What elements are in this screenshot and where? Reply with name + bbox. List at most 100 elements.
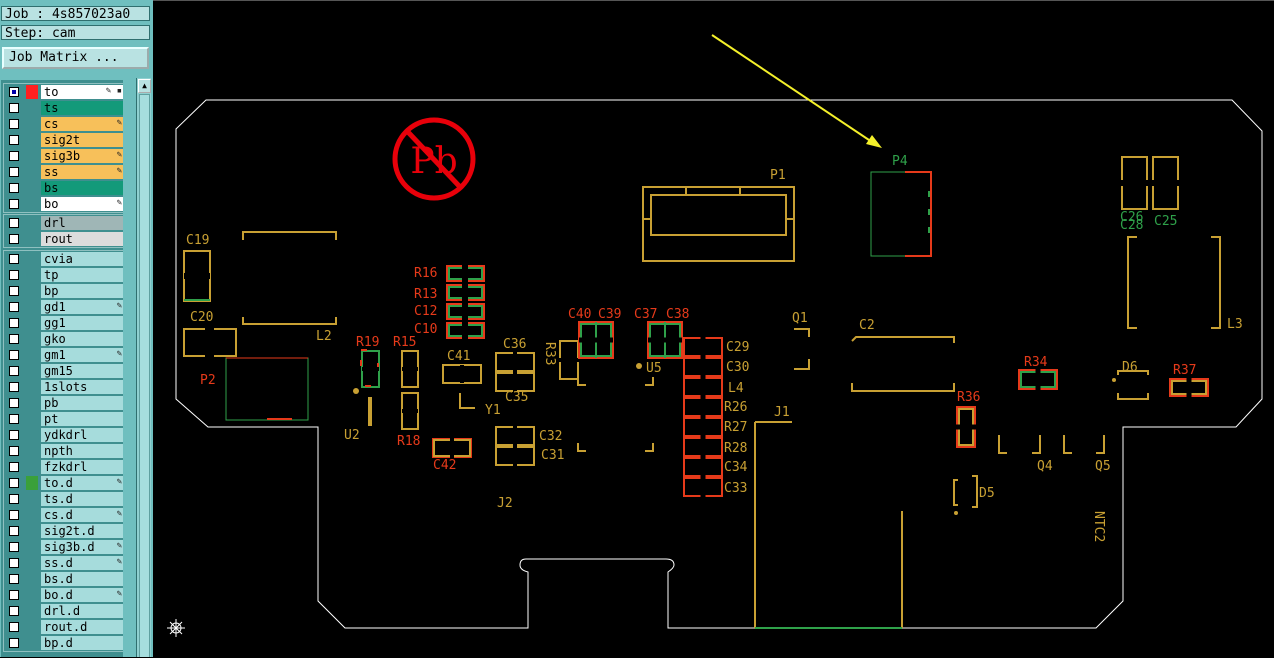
layer-row-pb[interactable]: pb bbox=[4, 395, 123, 411]
layer-checkbox[interactable] bbox=[9, 350, 19, 360]
layer-name[interactable]: ydkdrl bbox=[41, 428, 123, 442]
layer-name[interactable]: cvia bbox=[41, 252, 123, 266]
layer-color-swatch[interactable] bbox=[26, 300, 38, 314]
pcb-board-view[interactable]: Pb bbox=[153, 1, 1274, 658]
layer-row-bs-d[interactable]: bs.d bbox=[4, 571, 123, 587]
layer-checkbox[interactable] bbox=[9, 87, 19, 97]
layer-checkbox[interactable] bbox=[9, 286, 19, 296]
layer-row-ss-d[interactable]: ss.d✎ bbox=[4, 555, 123, 571]
layer-row-rout[interactable]: rout bbox=[4, 231, 123, 247]
layer-row-bo[interactable]: bo✎ bbox=[4, 196, 123, 212]
layer-row-pt[interactable]: pt bbox=[4, 411, 123, 427]
layer-checkbox[interactable] bbox=[9, 103, 19, 113]
layer-checkbox[interactable] bbox=[9, 430, 19, 440]
layer-row-cvia[interactable]: cvia bbox=[4, 251, 123, 267]
layer-name[interactable]: cs.d bbox=[41, 508, 123, 522]
layer-row-gg1[interactable]: gg1 bbox=[4, 315, 123, 331]
layer-color-swatch[interactable] bbox=[26, 364, 38, 378]
layer-name[interactable]: gko bbox=[41, 332, 123, 346]
layer-color-swatch[interactable] bbox=[26, 396, 38, 410]
layer-color-swatch[interactable] bbox=[26, 232, 38, 246]
layer-color-swatch[interactable] bbox=[26, 556, 38, 570]
layer-checkbox[interactable] bbox=[9, 119, 19, 129]
layer-name[interactable]: to.d bbox=[41, 476, 123, 490]
layer-checkbox[interactable] bbox=[9, 254, 19, 264]
layer-name[interactable]: gm1 bbox=[41, 348, 123, 362]
layer-list-scrollbar[interactable]: ▲ bbox=[136, 78, 151, 657]
layer-name[interactable]: ts.d bbox=[41, 492, 123, 506]
layer-row-bo-d[interactable]: bo.d✎ bbox=[4, 587, 123, 603]
scrollbar-thumb[interactable] bbox=[139, 94, 150, 657]
layer-name[interactable]: ss bbox=[41, 165, 123, 179]
layer-row-gko[interactable]: gko bbox=[4, 331, 123, 347]
layer-color-swatch[interactable] bbox=[26, 508, 38, 522]
layer-row-cs-d[interactable]: cs.d✎ bbox=[4, 507, 123, 523]
layer-checkbox[interactable] bbox=[9, 334, 19, 344]
layer-row-ydkdrl[interactable]: ydkdrl bbox=[4, 427, 123, 443]
layer-checkbox[interactable] bbox=[9, 234, 19, 244]
layer-color-swatch[interactable] bbox=[26, 284, 38, 298]
layer-row-sig3b[interactable]: sig3b✎ bbox=[4, 148, 123, 164]
layer-checkbox[interactable] bbox=[9, 494, 19, 504]
layer-color-swatch[interactable] bbox=[26, 620, 38, 634]
layer-name[interactable]: gg1 bbox=[41, 316, 123, 330]
layer-checkbox[interactable] bbox=[9, 151, 19, 161]
layer-row-ss[interactable]: ss✎ bbox=[4, 164, 123, 180]
layer-checkbox[interactable] bbox=[9, 478, 19, 488]
layer-name[interactable]: bp bbox=[41, 284, 123, 298]
layer-name[interactable]: pt bbox=[41, 412, 123, 426]
layer-row-gm1[interactable]: gm1✎ bbox=[4, 347, 123, 363]
layer-checkbox[interactable] bbox=[9, 398, 19, 408]
layer-name[interactable]: gm15 bbox=[41, 364, 123, 378]
layer-checkbox[interactable] bbox=[9, 382, 19, 392]
layer-name[interactable]: tp bbox=[41, 268, 123, 282]
layer-color-swatch[interactable] bbox=[26, 524, 38, 538]
layer-name[interactable]: rout.d bbox=[41, 620, 123, 634]
layer-color-swatch[interactable] bbox=[26, 540, 38, 554]
layer-checkbox[interactable] bbox=[9, 526, 19, 536]
layer-color-swatch[interactable] bbox=[26, 85, 38, 99]
layer-row-1slots[interactable]: 1slots bbox=[4, 379, 123, 395]
layer-checkbox[interactable] bbox=[9, 558, 19, 568]
layer-checkbox[interactable] bbox=[9, 638, 19, 648]
layer-checkbox[interactable] bbox=[9, 574, 19, 584]
layer-name[interactable]: bs bbox=[41, 181, 123, 195]
layer-row-ts[interactable]: ts bbox=[4, 100, 123, 116]
layer-color-swatch[interactable] bbox=[26, 252, 38, 266]
layer-name[interactable]: fzkdrl bbox=[41, 460, 123, 474]
layer-color-swatch[interactable] bbox=[26, 181, 38, 195]
layer-row-bp[interactable]: bp bbox=[4, 283, 123, 299]
layer-color-swatch[interactable] bbox=[26, 316, 38, 330]
layer-name[interactable]: sig3b bbox=[41, 149, 123, 163]
layer-color-swatch[interactable] bbox=[26, 197, 38, 211]
layer-name[interactable]: bo bbox=[41, 197, 123, 211]
layer-color-swatch[interactable] bbox=[26, 216, 38, 230]
layer-name[interactable]: rout bbox=[41, 232, 123, 246]
layer-color-swatch[interactable] bbox=[26, 380, 38, 394]
layer-row-sig3b-d[interactable]: sig3b.d✎ bbox=[4, 539, 123, 555]
layer-checkbox[interactable] bbox=[9, 135, 19, 145]
layer-color-swatch[interactable] bbox=[26, 149, 38, 163]
layer-color-swatch[interactable] bbox=[26, 348, 38, 362]
layer-name[interactable]: ss.d bbox=[41, 556, 123, 570]
layer-name[interactable]: bs.d bbox=[41, 572, 123, 586]
layer-name[interactable]: gd1 bbox=[41, 300, 123, 314]
scroll-up-arrow-icon[interactable]: ▲ bbox=[138, 79, 151, 93]
layer-name[interactable]: drl.d bbox=[41, 604, 123, 618]
layer-color-swatch[interactable] bbox=[26, 428, 38, 442]
layer-color-swatch[interactable] bbox=[26, 117, 38, 131]
layer-checkbox[interactable] bbox=[9, 542, 19, 552]
layer-name[interactable]: npth bbox=[41, 444, 123, 458]
layer-name[interactable]: sig2t bbox=[41, 133, 123, 147]
layer-checkbox[interactable] bbox=[9, 167, 19, 177]
layer-color-swatch[interactable] bbox=[26, 133, 38, 147]
layer-checkbox[interactable] bbox=[9, 318, 19, 328]
layer-color-swatch[interactable] bbox=[26, 492, 38, 506]
layer-checkbox[interactable] bbox=[9, 270, 19, 280]
layer-name[interactable]: sig3b.d bbox=[41, 540, 123, 554]
layer-row-gm15[interactable]: gm15 bbox=[4, 363, 123, 379]
layer-color-swatch[interactable] bbox=[26, 444, 38, 458]
layer-name[interactable]: sig2t.d bbox=[41, 524, 123, 538]
layer-name[interactable]: ts bbox=[41, 101, 123, 115]
layer-color-swatch[interactable] bbox=[26, 412, 38, 426]
